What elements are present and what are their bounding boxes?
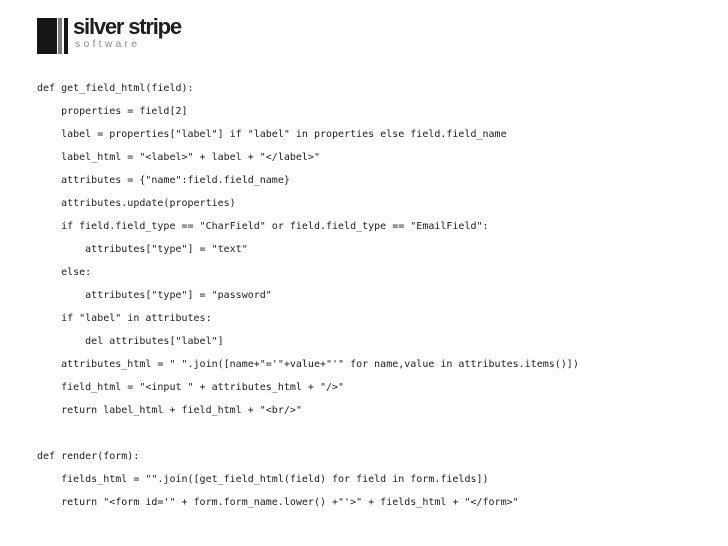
emblem-bar-thin bbox=[64, 18, 68, 54]
code-block: def get_field_html(field): properties = … bbox=[37, 83, 579, 508]
emblem-bar-thick bbox=[37, 18, 57, 54]
emblem-bar-gray bbox=[58, 18, 62, 54]
logo-name: silver stripe bbox=[73, 14, 182, 39]
silverstripe-logo: silver stripe software bbox=[37, 14, 182, 54]
logo-text: silver stripe software bbox=[73, 14, 182, 50]
logo-subtitle: software bbox=[75, 38, 141, 50]
striped-block-icon bbox=[37, 18, 68, 54]
